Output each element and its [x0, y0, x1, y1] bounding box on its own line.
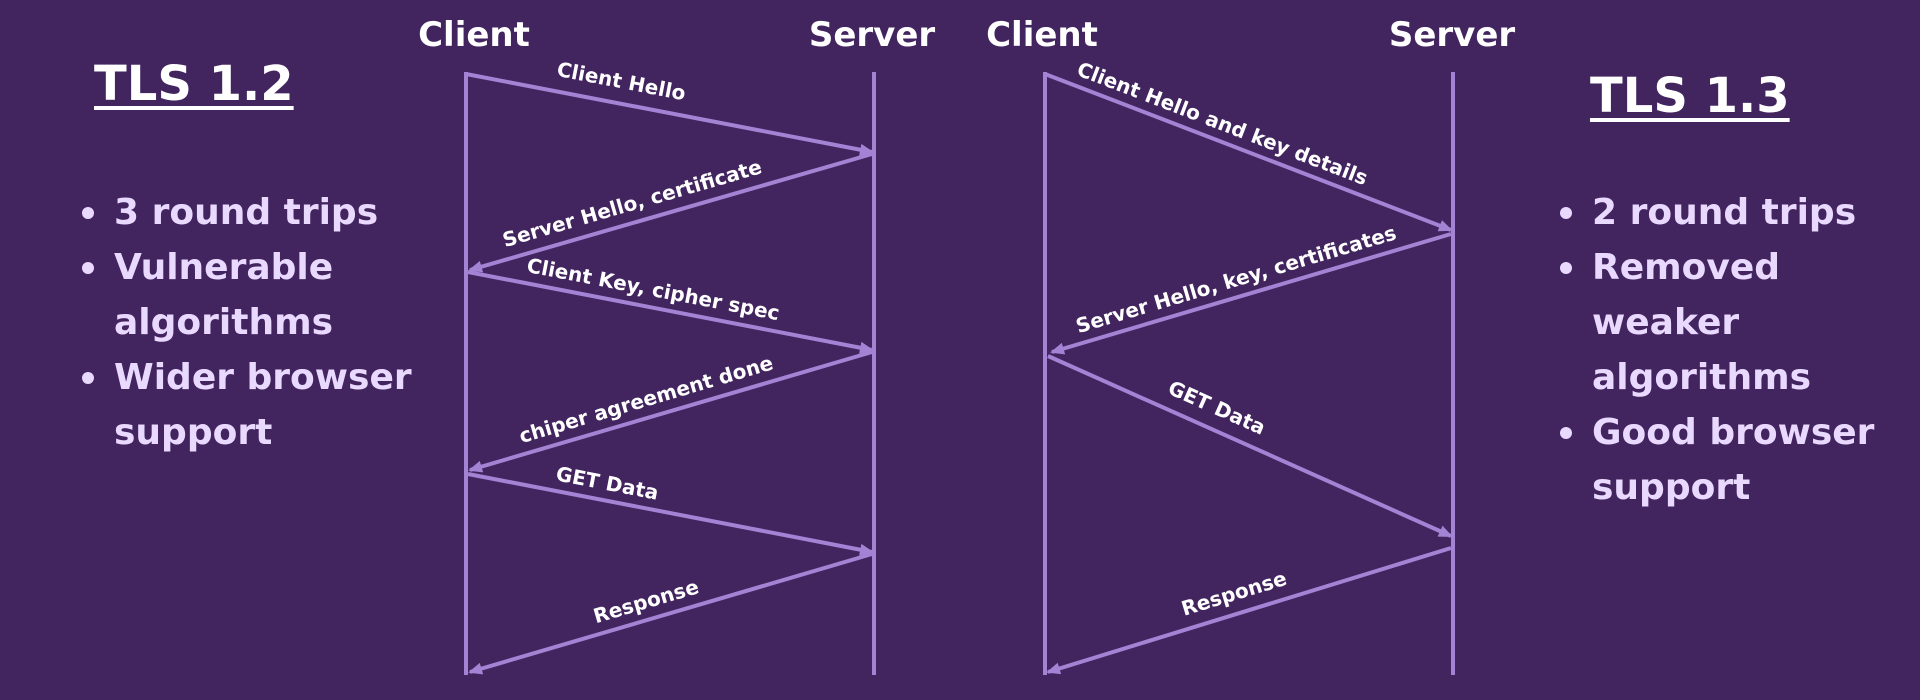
tls12-message-arrow: chiper agreement done	[468, 350, 873, 473]
tls12-client-label: Client	[418, 15, 530, 55]
tls13-feature-item: Removed weaker algorithms	[1560, 240, 1912, 405]
tls13-message-label: Response	[1178, 566, 1289, 621]
tls12-feature-item: Vulnerable algorithms	[82, 240, 444, 350]
tls12-server-label: Server	[809, 15, 936, 55]
tls12-feature-item: 3 round trips	[82, 185, 444, 240]
tls13-server-label: Server	[1389, 15, 1516, 55]
tls13-feature-item: 2 round trips	[1560, 185, 1912, 240]
tls12-title: TLS 1.2	[94, 56, 294, 112]
tls13-client-label: Client	[986, 15, 1098, 55]
tls13-message-arrow: Client Hello and key details	[1044, 57, 1453, 232]
tls12-message-arrow: Response	[468, 552, 873, 675]
tls12-message-arrow: Client Key, cipher spec	[467, 253, 874, 354]
tls13-message-label: Server Hello, key, certificates	[1073, 221, 1399, 339]
tls13-feature-list: 2 round trips Removed weaker algorithms …	[1560, 185, 1912, 515]
tls12-sequence-diagram: Client Server Client Hello Server Hello,…	[418, 15, 935, 675]
tls13-sequence-diagram: Client Server Client Hello and key detai…	[986, 15, 1515, 675]
tls13-message-label: Client Hello and key details	[1074, 57, 1371, 190]
tls12-feature-list: 3 round trips Vulnerable algorithms Wide…	[82, 185, 444, 460]
tls13-message-arrow: Server Hello, key, certificates	[1050, 221, 1452, 355]
tls12-message-label: Server Hello, certificate	[500, 155, 765, 253]
tls13-title: TLS 1.3	[1590, 68, 1790, 124]
tls12-message-label: Client Hello	[555, 57, 688, 105]
tls12-message-arrow: GET Data	[467, 462, 874, 556]
tls12-message-label: chiper agreement done	[516, 351, 776, 448]
tls13-message-arrow: GET Data	[1047, 354, 1453, 538]
tls12-feature-item: Wider browser support	[82, 350, 444, 460]
tls13-message-arrow: Response	[1046, 546, 1452, 675]
tls13-feature-item: Good browser support	[1560, 405, 1912, 515]
tls12-message-arrow: Client Hello	[465, 57, 874, 156]
tls12-message-label: GET Data	[554, 462, 661, 505]
